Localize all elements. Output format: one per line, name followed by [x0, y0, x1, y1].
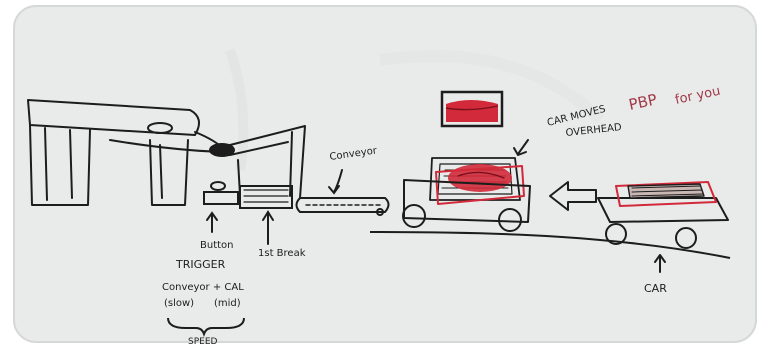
label-conveyor-car: Conveyor + CAL	[162, 282, 244, 293]
label-button: Button	[200, 240, 234, 251]
label-first-break: 1st Break	[258, 248, 306, 259]
label-car: CAR	[644, 282, 667, 295]
label-slow: (slow)	[164, 298, 194, 309]
label-speed: SPEED	[188, 337, 218, 347]
label-trigger: TRIGGER	[175, 258, 226, 271]
label-mid: (mid)	[214, 298, 241, 309]
